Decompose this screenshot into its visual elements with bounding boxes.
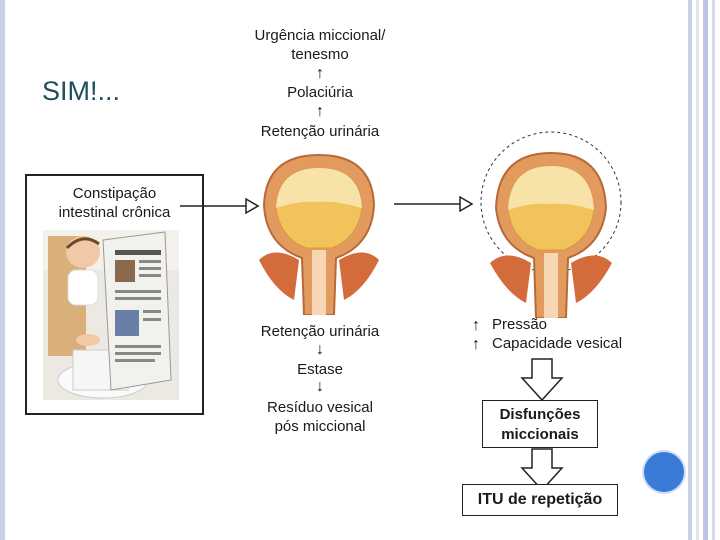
constipation-label-line2: intestinal crônica: [27, 203, 202, 222]
middle-residue: Resíduo vesical pós miccional: [230, 398, 410, 436]
symptom-urgency-line2: tenesmo: [230, 45, 410, 64]
constipation-label-line1: Constipação: [27, 184, 202, 203]
baby-newspaper-image: [43, 230, 179, 400]
distended-bladder-icon: [478, 128, 628, 323]
slide-title: SIM!...: [42, 76, 120, 107]
middle-stasis: Estase: [230, 360, 410, 379]
symptom-retention-top: Retenção urinária: [230, 122, 410, 141]
decorative-rail-1: [688, 0, 692, 540]
arrow-up-icon: ↑: [466, 337, 486, 353]
middle-residue-line1: Resíduo vesical: [230, 398, 410, 417]
itu-box: ITU de repetição: [462, 484, 618, 516]
block-arrow-down-1: [520, 358, 564, 402]
disfunctions-line1: Disfunções: [483, 405, 597, 425]
symptom-urgency-line1: Urgência miccional/: [230, 26, 410, 45]
symptom-urgency: Urgência miccional/ tenesmo: [230, 26, 410, 64]
arrow-up-icon: ↑: [310, 66, 330, 82]
disfunctions-line2: miccionais: [483, 425, 597, 445]
connector-arrow-2: [394, 194, 474, 214]
constipation-box: Constipação intestinal crônica: [25, 174, 204, 415]
decorative-rail-left: [0, 0, 5, 540]
bladder-icon: [254, 150, 384, 320]
right-capacity: Capacidade vesical: [492, 335, 622, 352]
right-pressure: Pressão: [492, 316, 547, 333]
arrow-up-icon: ↑: [466, 318, 486, 334]
decorative-rail-3: [703, 0, 708, 540]
constipation-label: Constipação intestinal crônica: [27, 184, 202, 222]
arrow-up-icon: ↑: [310, 104, 330, 120]
connector-arrow-1: [180, 196, 260, 216]
middle-residue-line2: pós miccional: [230, 417, 410, 436]
decorative-blue-circle: [642, 450, 686, 494]
decorative-rail-2: [696, 0, 699, 540]
arrow-down-icon: ↓: [310, 342, 330, 358]
middle-retention: Retenção urinária: [230, 322, 410, 341]
arrow-down-icon: ↓: [310, 379, 330, 395]
decorative-rail-4: [712, 0, 715, 540]
symptom-polakiuria: Polaciúria: [230, 83, 410, 102]
disfunctions-box: Disfunções miccionais: [482, 400, 598, 448]
